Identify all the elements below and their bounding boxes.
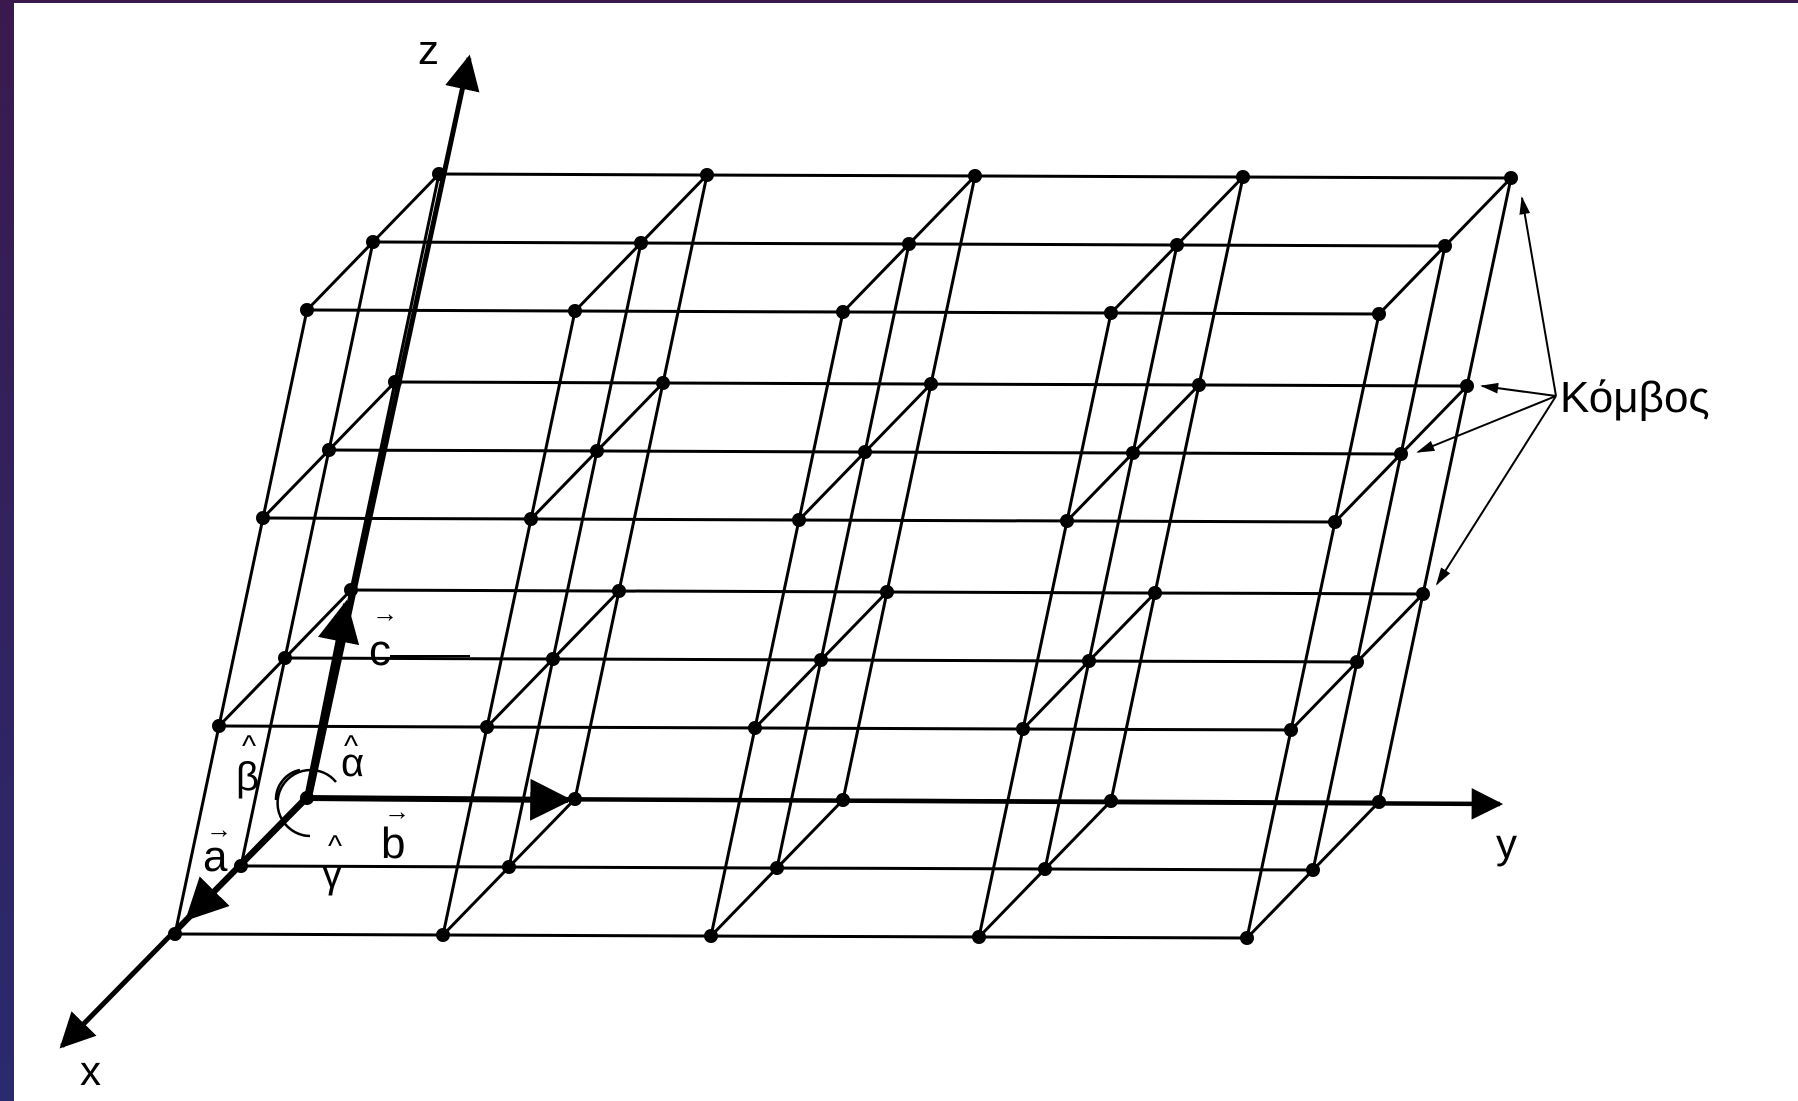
lattice-line-z — [841, 175, 977, 801]
vector-b-arrow — [306, 778, 573, 821]
lattice-node — [1504, 171, 1518, 185]
lattice-line-z — [977, 312, 1113, 938]
lattice-line-z — [507, 242, 643, 868]
lattice-node — [1350, 655, 1364, 669]
angle-beta-label: β — [236, 755, 259, 799]
lattice-node — [902, 237, 916, 251]
lattice-node — [1372, 307, 1386, 321]
lattice-node — [524, 512, 538, 526]
x-axis-label: x — [80, 1047, 101, 1094]
z-axis — [306, 54, 480, 801]
angle-alpha-label: α — [341, 741, 364, 785]
lattice-node — [634, 236, 648, 250]
lattice-node — [700, 168, 714, 182]
vector-c-arrow — [304, 599, 360, 799]
lattice-node — [568, 304, 582, 318]
lattice-line-z — [1043, 244, 1179, 870]
lattice-line-z — [709, 311, 845, 937]
lattice-node — [278, 651, 292, 665]
angle-gamma-label: γ — [322, 852, 342, 896]
lattice-node — [1306, 863, 1320, 877]
vector-a-label: a — [203, 832, 228, 881]
lattice-node — [792, 513, 806, 527]
lattice-node — [836, 305, 850, 319]
node-label: Κόμβος — [1560, 373, 1710, 422]
lattice-node — [1060, 514, 1074, 528]
lattice-node — [322, 443, 336, 457]
lattice-node — [502, 860, 516, 874]
lattice-node — [256, 511, 270, 525]
lattice-node — [880, 585, 894, 599]
lattice-node — [480, 720, 494, 734]
lattice-line-z — [441, 310, 577, 936]
angle-alpha-hat: ^ — [344, 730, 358, 763]
frame-left-border — [0, 0, 14, 1101]
lattice-node — [612, 584, 626, 598]
lattice-line-z — [1109, 176, 1245, 802]
lattice-node — [436, 928, 450, 942]
lattice-node — [1126, 446, 1140, 460]
vector-c-label: c — [369, 626, 391, 675]
lattice-node — [704, 929, 718, 943]
lattice-node — [748, 721, 762, 735]
y-axis-label: y — [1496, 820, 1517, 867]
lattice-node — [1240, 931, 1254, 945]
lattice-node — [656, 376, 670, 390]
lattice-line-z — [1377, 177, 1513, 803]
angle-beta-hat: ^ — [242, 730, 256, 763]
lattice-node — [814, 653, 828, 667]
lattice-node — [1236, 170, 1250, 184]
lattice-nodes — [168, 167, 1518, 945]
lattice-node — [366, 235, 380, 249]
lattice-node — [212, 719, 226, 733]
angle-arc — [276, 768, 337, 838]
lattice-node — [1328, 515, 1342, 529]
lattice-node — [972, 930, 986, 944]
vector-a-arrow-glyph: → — [206, 814, 232, 844]
lattice-line-z — [573, 174, 709, 800]
lattice-lines — [173, 172, 1513, 940]
lattice-node — [1104, 306, 1118, 320]
lattice-node — [1416, 587, 1430, 601]
lattice-node — [1394, 447, 1408, 461]
lattice-node — [1438, 239, 1452, 253]
frame-top-border — [0, 0, 1798, 3]
lattice-node — [1170, 238, 1184, 252]
vector-c-arrow-glyph: → — [372, 598, 398, 628]
lattice-node — [1284, 723, 1298, 737]
angle-gamma-hat: ^ — [328, 830, 342, 863]
lattice-node — [1038, 862, 1052, 876]
lattice-node — [300, 303, 314, 317]
lattice-node — [1082, 654, 1096, 668]
vector-b-label: b — [381, 819, 405, 868]
lattice-node — [770, 861, 784, 875]
lattice-node — [924, 377, 938, 391]
lattice-node — [1016, 722, 1030, 736]
lattice-line-z — [1311, 245, 1447, 871]
lattice-node — [1460, 379, 1474, 393]
vector-b-arrow-glyph: → — [384, 796, 410, 826]
lattice-node — [968, 169, 982, 183]
node-pointer-arrows — [1416, 196, 1557, 586]
angle-arc-inner — [274, 768, 301, 801]
lattice-node — [546, 652, 560, 666]
lattice-node — [590, 444, 604, 458]
lattice-node — [1148, 586, 1162, 600]
lattice-line-z — [173, 309, 309, 935]
z-axis-label: z — [418, 26, 439, 73]
lattice-line-z — [239, 241, 375, 867]
vector-a-arrow — [185, 795, 310, 921]
lattice-line-z — [775, 243, 911, 869]
lattice-line-z — [1245, 313, 1381, 939]
lattice-node — [858, 445, 872, 459]
lattice-node — [1192, 378, 1206, 392]
